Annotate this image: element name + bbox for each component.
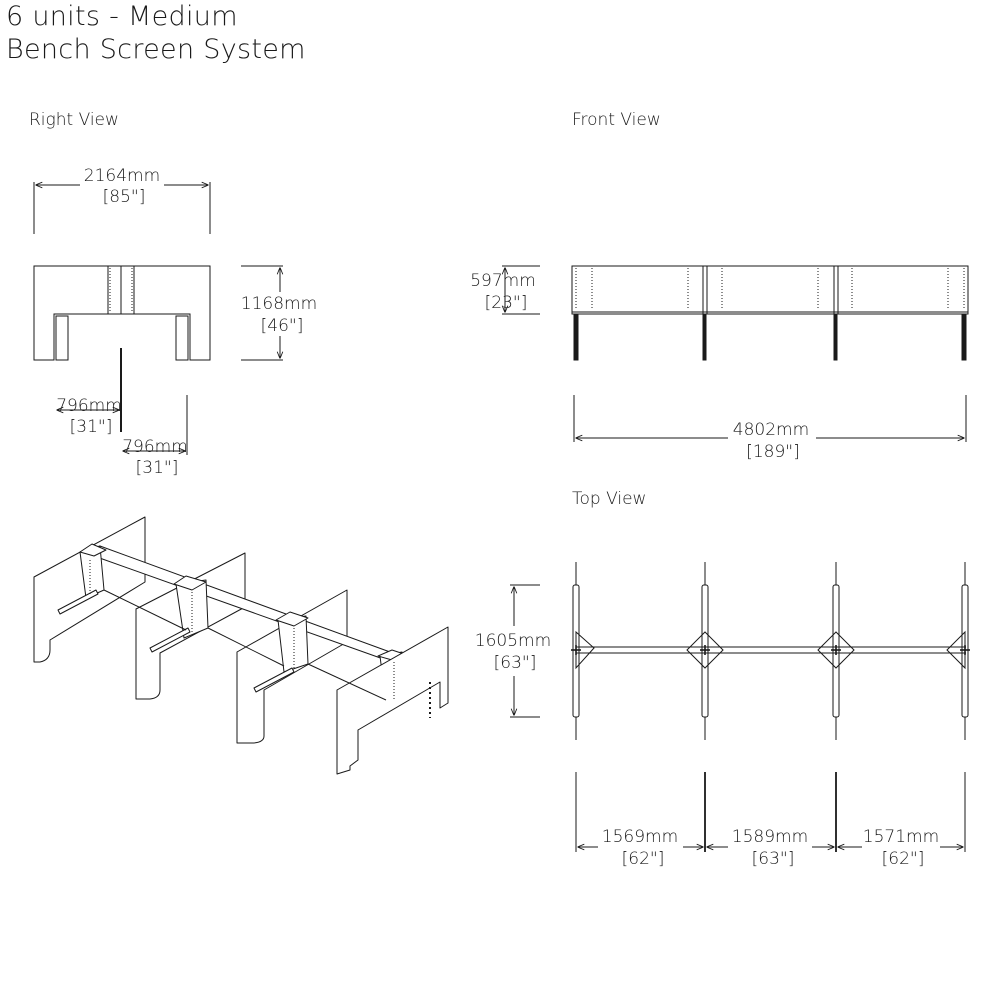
top-seg3-mm: 1571mm <box>863 827 939 847</box>
right-height-mm: 1168mm <box>241 294 317 314</box>
title-line-1: 6 units - Medium <box>6 1 238 32</box>
top-seg1-mm: 1569mm <box>602 827 678 847</box>
top-seg2-mm: 1589mm <box>732 827 808 847</box>
right-width-mm: 2164mm <box>84 166 160 186</box>
top-depth-in: [63"] <box>494 653 537 673</box>
right-depth2-mm: 796mm <box>122 437 188 457</box>
right-depth1-in: [31"] <box>70 417 113 437</box>
top-view-label: Top View <box>572 489 647 509</box>
isometric-drawing <box>33 516 449 775</box>
right-depth2-in: [31"] <box>136 458 179 478</box>
front-length-mm: 4802mm <box>733 420 809 440</box>
page-title: 6 units - Medium Bench Screen System <box>6 0 306 66</box>
top-seg2-in: [63"] <box>752 849 795 869</box>
right-width-in: [85"] <box>103 187 146 207</box>
right-height-in: [46"] <box>261 316 304 336</box>
front-screen-in: [23"] <box>485 293 528 313</box>
top-seg3-in: [62"] <box>882 849 925 869</box>
right-view-label: Right View <box>29 110 119 130</box>
isometric-details <box>89 560 431 718</box>
front-length-in: [189"] <box>746 442 800 462</box>
right-view-drawing <box>33 182 283 455</box>
right-depth1-mm: 796mm <box>56 396 122 416</box>
front-screen-mm: 597mm <box>470 271 536 291</box>
top-depth-mm: 1605mm <box>475 631 551 651</box>
front-view-drawing <box>502 265 969 442</box>
title-line-2: Bench Screen System <box>6 34 306 65</box>
front-view-label: Front View <box>572 110 661 130</box>
top-view-drawing <box>510 562 970 852</box>
top-seg1-in: [62"] <box>622 849 665 869</box>
